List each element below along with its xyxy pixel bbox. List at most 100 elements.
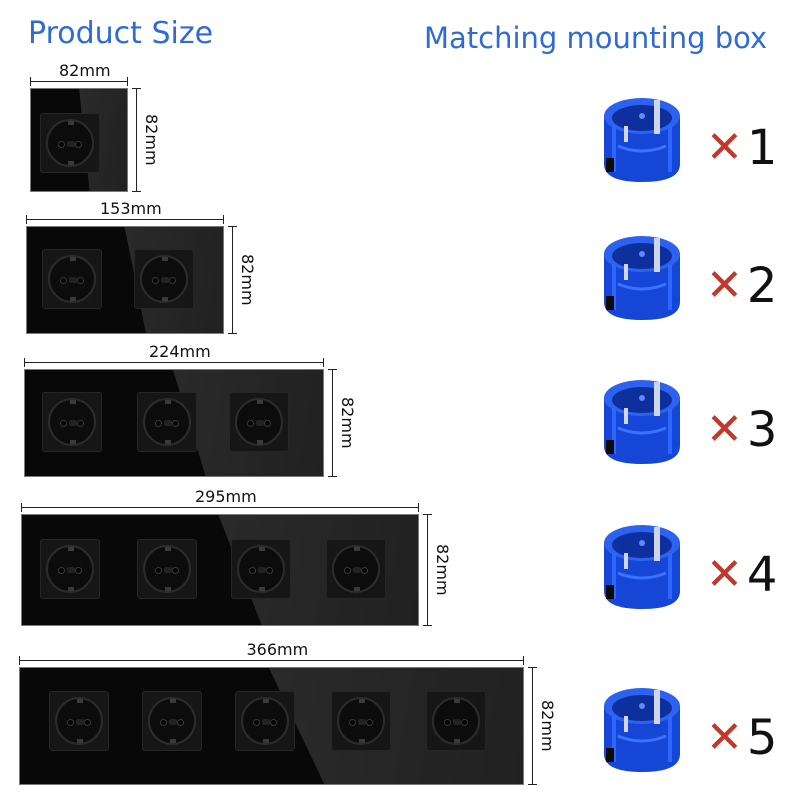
socket-pin-hole — [75, 567, 82, 574]
socket-pin-hole — [444, 719, 451, 726]
socket-pin-hole — [344, 567, 351, 574]
height-label: 82mm — [142, 114, 161, 166]
box-quantity: ✕1 — [706, 124, 777, 172]
socket-center — [67, 141, 75, 147]
width-label: 82mm — [59, 61, 111, 80]
socket-center — [69, 277, 77, 283]
socket-ring — [46, 119, 94, 167]
socket-pin-hole — [155, 567, 162, 574]
width-label: 224mm — [149, 342, 211, 361]
width-dimension-line — [21, 503, 419, 512]
socket-ring — [148, 697, 196, 745]
product-size-heading: Product Size — [28, 16, 214, 51]
socket-pin-hole — [84, 719, 91, 726]
earth-clip — [263, 739, 269, 743]
earth-clip — [259, 587, 265, 591]
multiply-icon: ✕ — [706, 122, 743, 173]
socket-pin-hole — [60, 420, 67, 427]
box-count: 3 — [746, 402, 778, 458]
width-dimension-line — [19, 656, 524, 665]
socket-outlet — [231, 539, 291, 599]
earth-clip — [68, 587, 74, 591]
socket-ring — [55, 697, 103, 745]
socket-ring — [235, 398, 283, 446]
socket-outlet — [142, 691, 202, 751]
socket-pin-hole — [58, 567, 65, 574]
earth-clip — [165, 400, 171, 404]
socket-ring — [46, 545, 94, 593]
socket-outlet — [134, 249, 194, 309]
socket-pin-hole — [177, 719, 184, 726]
socket-outlet — [49, 691, 109, 751]
width-label: 366mm — [246, 640, 309, 659]
socket-ring — [140, 255, 188, 303]
earth-clip — [77, 699, 83, 703]
socket-pin-hole — [461, 719, 468, 726]
socket-pin-hole — [264, 420, 271, 427]
socket-pin-hole — [361, 567, 368, 574]
earth-clip — [354, 547, 360, 551]
earth-clip — [162, 297, 168, 301]
socket-ring — [337, 697, 385, 745]
box-quantity: ✕3 — [706, 406, 777, 454]
socket-pin-hole — [169, 277, 176, 284]
mounting-box-image — [596, 368, 688, 468]
earth-clip — [77, 739, 83, 743]
earth-clip — [68, 161, 74, 165]
socket-center — [67, 567, 75, 573]
height-dimension-line — [528, 667, 537, 785]
mounting-box-image — [596, 513, 688, 613]
box-quantity: ✕4 — [706, 551, 777, 599]
socket-pin-hole — [247, 420, 254, 427]
box-count: 1 — [746, 120, 778, 176]
socket-outlet — [426, 691, 486, 751]
socket-pin-hole — [249, 567, 256, 574]
mounting-box-image — [596, 86, 688, 186]
height-label: 82mm — [238, 254, 257, 306]
socket-center — [353, 567, 361, 573]
socket-center — [76, 719, 84, 725]
height-dimension-line — [328, 369, 337, 477]
socket-outlet — [40, 539, 100, 599]
earth-clip — [257, 440, 263, 444]
box-count: 2 — [746, 258, 778, 314]
socket-outlet — [326, 539, 386, 599]
multiply-icon: ✕ — [706, 712, 743, 763]
socket-ring — [332, 545, 380, 593]
earth-clip — [165, 587, 171, 591]
multiply-icon: ✕ — [706, 404, 743, 455]
earth-clip — [259, 547, 265, 551]
socket-center — [69, 420, 77, 426]
earth-clip — [454, 739, 460, 743]
wall-socket-panel — [21, 514, 419, 626]
height-label: 82mm — [433, 544, 452, 596]
socket-pin-hole — [155, 420, 162, 427]
earth-clip — [359, 739, 365, 743]
socket-pin-hole — [77, 277, 84, 284]
earth-clip — [359, 699, 365, 703]
earth-clip — [165, 440, 171, 444]
multiply-icon: ✕ — [706, 260, 743, 311]
socket-outlet — [42, 249, 102, 309]
socket-outlet — [40, 113, 100, 173]
socket-ring — [48, 398, 96, 446]
socket-pin-hole — [152, 277, 159, 284]
socket-pin-hole — [77, 420, 84, 427]
socket-ring — [241, 697, 289, 745]
socket-center — [164, 567, 172, 573]
mounting-box-heading: Matching mounting box — [424, 21, 768, 55]
wall-socket-panel — [24, 369, 324, 477]
earth-clip — [165, 547, 171, 551]
socket-ring — [143, 398, 191, 446]
socket-pin-hole — [67, 719, 74, 726]
earth-clip — [68, 547, 74, 551]
earth-clip — [454, 699, 460, 703]
earth-clip — [162, 257, 168, 261]
socket-center — [164, 420, 172, 426]
width-label: 153mm — [100, 199, 162, 218]
box-count: 4 — [746, 547, 778, 603]
earth-clip — [70, 257, 76, 261]
socket-ring — [237, 545, 285, 593]
socket-ring — [48, 255, 96, 303]
earth-clip — [70, 440, 76, 444]
